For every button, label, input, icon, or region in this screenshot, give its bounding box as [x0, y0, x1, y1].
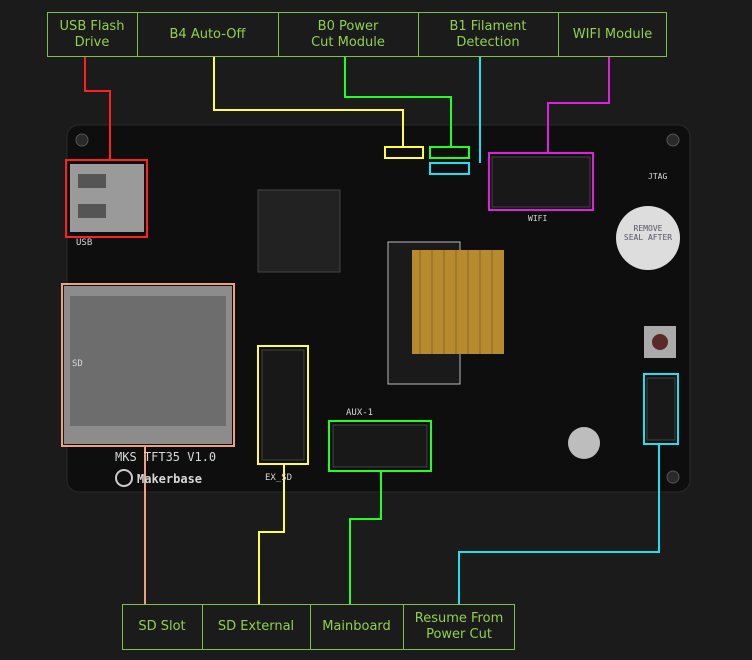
aux-leader — [349, 471, 382, 604]
usb-highlight — [65, 159, 148, 238]
label-usb-flash-drive-line1: USB Flash — [59, 19, 125, 34]
sd-silk: SD — [72, 359, 83, 369]
label-b1-filament-line1: B1 Filament — [449, 19, 527, 34]
wifi-leader — [547, 57, 610, 153]
wifi-silk: WIFI — [528, 214, 548, 223]
mount-hole — [75, 133, 89, 147]
usb-leader — [84, 57, 111, 160]
mount-hole — [666, 470, 680, 484]
bottom-divider — [310, 604, 311, 650]
b4-leader — [213, 57, 404, 147]
label-sd-external: SD External — [217, 619, 295, 634]
b0-highlight — [429, 146, 470, 159]
label-wifi-module: WIFI Module — [572, 27, 653, 42]
top-divider — [278, 12, 279, 57]
label-sd-slot: SD Slot — [138, 619, 186, 634]
label-b0-power-cut-line2: Cut Module — [311, 35, 385, 50]
b1-highlight — [429, 162, 470, 175]
top-divider — [137, 12, 138, 57]
brand-silk: Makerbase — [137, 472, 203, 486]
model-silk: MKS TFT35 V1.0 — [115, 450, 217, 464]
buzzer-silk: REMOVE SEAL AFTER — [623, 224, 673, 242]
usb-silk: USB — [76, 238, 93, 248]
ex-sd-header — [261, 349, 305, 461]
resume-header — [646, 377, 676, 441]
label-b1-filament-line2: Detection — [456, 35, 520, 50]
buzzer — [616, 206, 680, 270]
bottom-label-bar — [122, 604, 515, 650]
top-divider — [418, 12, 419, 57]
b0-leader — [344, 57, 452, 147]
ex-sd-leader — [258, 464, 285, 604]
top-divider — [558, 12, 559, 57]
mount-hole — [666, 133, 680, 147]
top-label-bar — [47, 12, 667, 57]
label-b4-auto-off: B4 Auto-Off — [169, 27, 246, 42]
aux-header — [332, 424, 428, 468]
label-b0-power-cut-line1: B0 Power — [317, 19, 379, 34]
bottom-divider — [202, 604, 203, 650]
label-resume-line2: Power Cut — [426, 627, 492, 642]
resume-highlight — [643, 373, 679, 445]
jtag-silk: JTAG — [648, 172, 668, 181]
sd-slot-highlight — [61, 283, 235, 447]
ex-sd-silk: EX_SD — [265, 473, 293, 483]
wifi-highlight — [488, 152, 594, 211]
capacitor — [568, 427, 600, 459]
label-usb-flash-drive-line2: Drive — [74, 35, 110, 50]
wifi-header — [491, 156, 591, 208]
label-mainboard: Mainboard — [322, 619, 391, 634]
resume-leader — [458, 444, 660, 604]
aux-silk: AUX-1 — [346, 408, 374, 418]
label-resume-line1: Resume From — [414, 611, 504, 626]
makerbase-logo — [115, 469, 133, 487]
mcu-chip — [257, 189, 341, 273]
bottom-divider — [403, 604, 404, 650]
